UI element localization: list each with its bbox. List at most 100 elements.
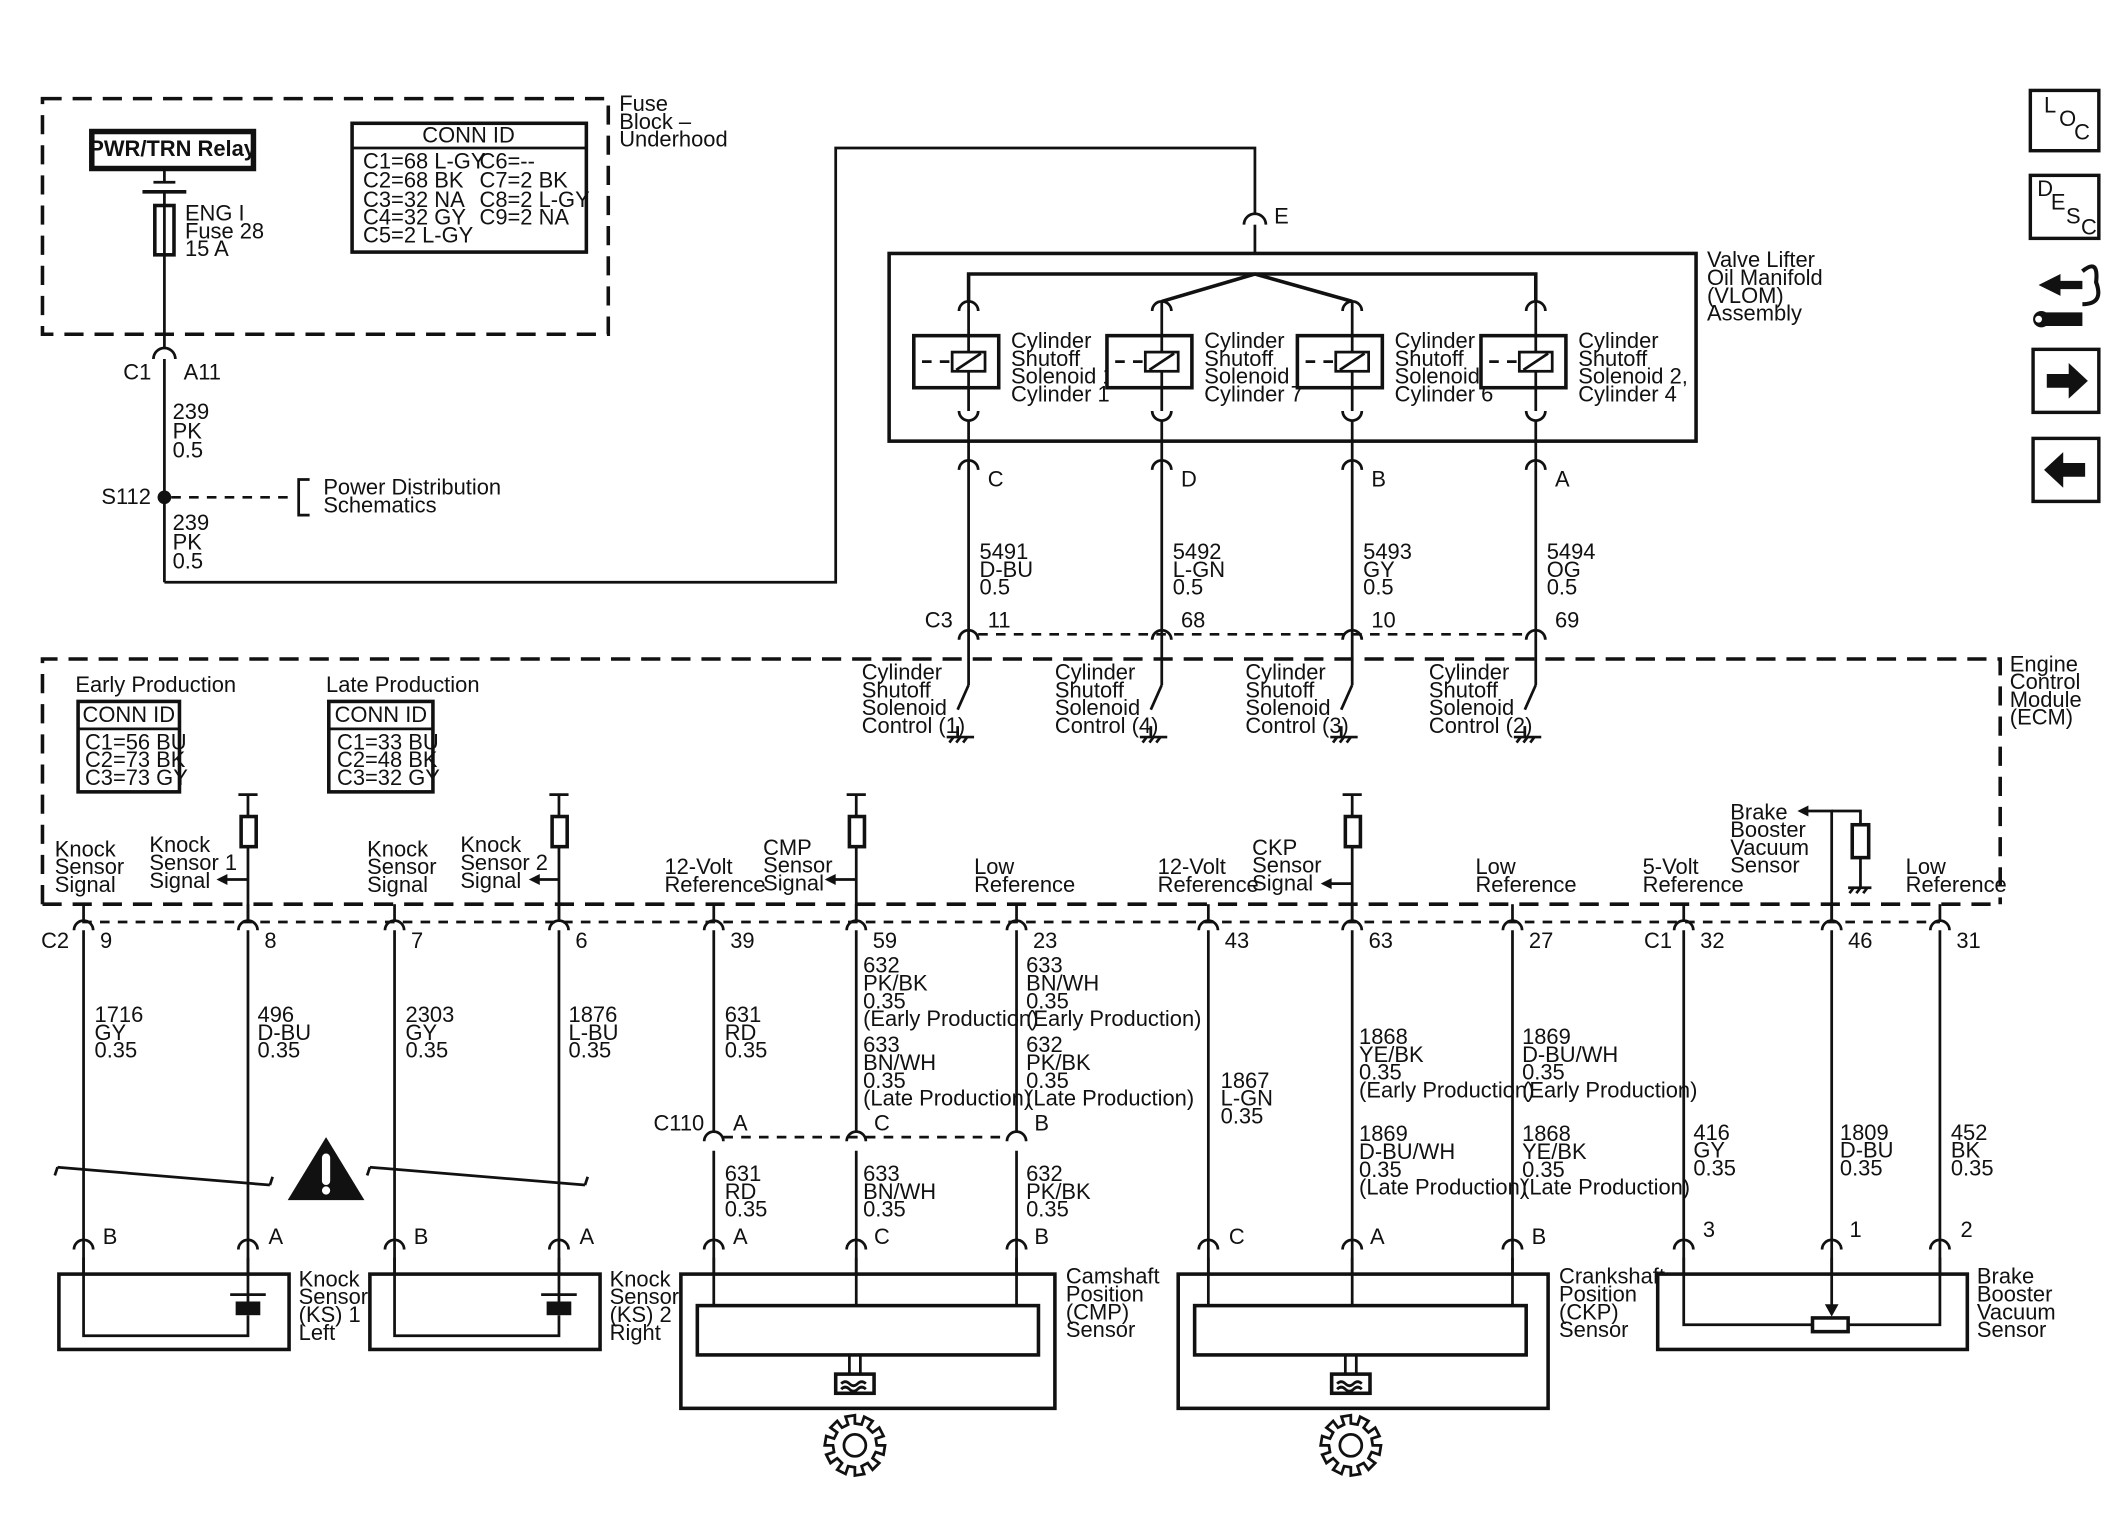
next-arrow-icon[interactable] bbox=[2031, 347, 2101, 415]
ecm-pin-10: 10 bbox=[1371, 607, 1395, 632]
ckp-reluctor-gear-icon bbox=[1319, 1413, 1383, 1478]
solenoid-3-pin: B bbox=[1371, 466, 1386, 491]
loc-icon[interactable]: L O C bbox=[2028, 88, 2101, 153]
ecm-pin-label-39: 39 bbox=[730, 928, 754, 953]
ecm-pin-label-27: 27 bbox=[1529, 928, 1553, 953]
ks1-shield-break bbox=[57, 1165, 271, 1187]
ecm-pin-46-circuit: 46 bbox=[1820, 904, 1873, 1275]
ecm-pin-label-8: 8 bbox=[264, 928, 276, 953]
caution-icon[interactable] bbox=[287, 1137, 365, 1201]
power-distribution-ref[interactable]: Power Distribution Schematics bbox=[323, 475, 507, 518]
desc-letter-s: S bbox=[2066, 203, 2081, 228]
late-production-heading: Late Production bbox=[326, 672, 479, 697]
c110-pin-c: C bbox=[874, 1110, 890, 1135]
wire-239-lower: 239 PK 0.5 bbox=[173, 510, 216, 573]
ecm-pin-31-circuit: 31 bbox=[1928, 904, 1981, 1275]
relay-label: PWR/TRN Relay bbox=[89, 136, 257, 161]
ecm-c2-label: C2 bbox=[41, 928, 69, 953]
ecm-pin-8-circuit: 8 bbox=[237, 904, 277, 1275]
loc-letter-c: C bbox=[2074, 120, 2090, 145]
ecm-pin-label-7: 7 bbox=[411, 928, 423, 953]
ecm-pin-label-6: 6 bbox=[575, 928, 587, 953]
vlom-title: Valve Lifter Oil Manifold (VLOM) Assembl… bbox=[1707, 247, 1829, 325]
ecm-pin-label-23: 23 bbox=[1033, 928, 1057, 953]
previous-arrow-icon[interactable] bbox=[2031, 436, 2101, 504]
ks2-pin-a: A bbox=[580, 1224, 595, 1249]
solenoid-4-pin: A bbox=[1555, 466, 1570, 491]
ecm-pin-label-9: 9 bbox=[100, 928, 112, 953]
cmp-pin-c: C bbox=[874, 1224, 890, 1249]
fuse-connector-label: C1 bbox=[123, 359, 151, 384]
brake-booster-vacuum-sensor-body bbox=[1655, 1272, 1970, 1352]
desc-icon[interactable]: D E S C bbox=[2028, 173, 2101, 241]
cmp-pin-b: B bbox=[1034, 1224, 1049, 1249]
fuse-conn-id-right: C6=-- C7=2 BK C8=2 L-GY C9=2 NA bbox=[480, 149, 596, 230]
early-conn-id-title: CONN ID bbox=[83, 702, 176, 727]
ecm-pin-23-circuit: 23 bbox=[1005, 904, 1057, 1275]
ecm-pin-68: 68 bbox=[1181, 607, 1205, 632]
wire-239-upper: 239 PK 0.5 bbox=[173, 399, 216, 462]
fuse-block-title: Fuse Block – Underhood bbox=[619, 91, 727, 152]
ecm-pin-69: 69 bbox=[1555, 607, 1579, 632]
c110-pin-a: A bbox=[733, 1110, 748, 1135]
ks2-shield-break bbox=[369, 1165, 586, 1187]
ecm-pin-7-circuit: 7 bbox=[383, 904, 423, 1275]
cmp-reluctor-gear-icon bbox=[823, 1413, 887, 1478]
ecm-pin-11: 11 bbox=[988, 607, 1011, 632]
splice-s112 bbox=[157, 490, 172, 505]
bbvs-pin-2: 2 bbox=[1960, 1217, 1972, 1242]
late-conn-id-table bbox=[327, 699, 435, 794]
ecm-pin-43-circuit: 43 bbox=[1197, 904, 1249, 1275]
early-conn-id-rows: C1=56 BU C2=73 BK C3=73 GY bbox=[85, 729, 193, 790]
bbvs-pin-1: 1 bbox=[1850, 1217, 1862, 1242]
ks2-pin-b: B bbox=[414, 1224, 429, 1249]
ecm-pin-9-circuit: 9 bbox=[72, 904, 112, 1275]
desc-letter-d: D bbox=[2037, 176, 2053, 201]
late-conn-id-title: CONN ID bbox=[335, 702, 428, 727]
ecm-pin-39-circuit: 39 bbox=[702, 904, 755, 1275]
solenoid-2-pin: D bbox=[1181, 466, 1197, 491]
connector-repair-icon[interactable] bbox=[2033, 264, 2101, 328]
ecm-pin-label-43: 43 bbox=[1225, 928, 1249, 953]
ecm-title: Engine Control Module (ECM) bbox=[2010, 651, 2088, 729]
solenoid-1-pin: C bbox=[988, 466, 1004, 491]
ecm-pin-label-31: 31 bbox=[1956, 928, 1980, 953]
ks1-pin-a: A bbox=[269, 1224, 284, 1249]
relay-box bbox=[89, 128, 257, 172]
